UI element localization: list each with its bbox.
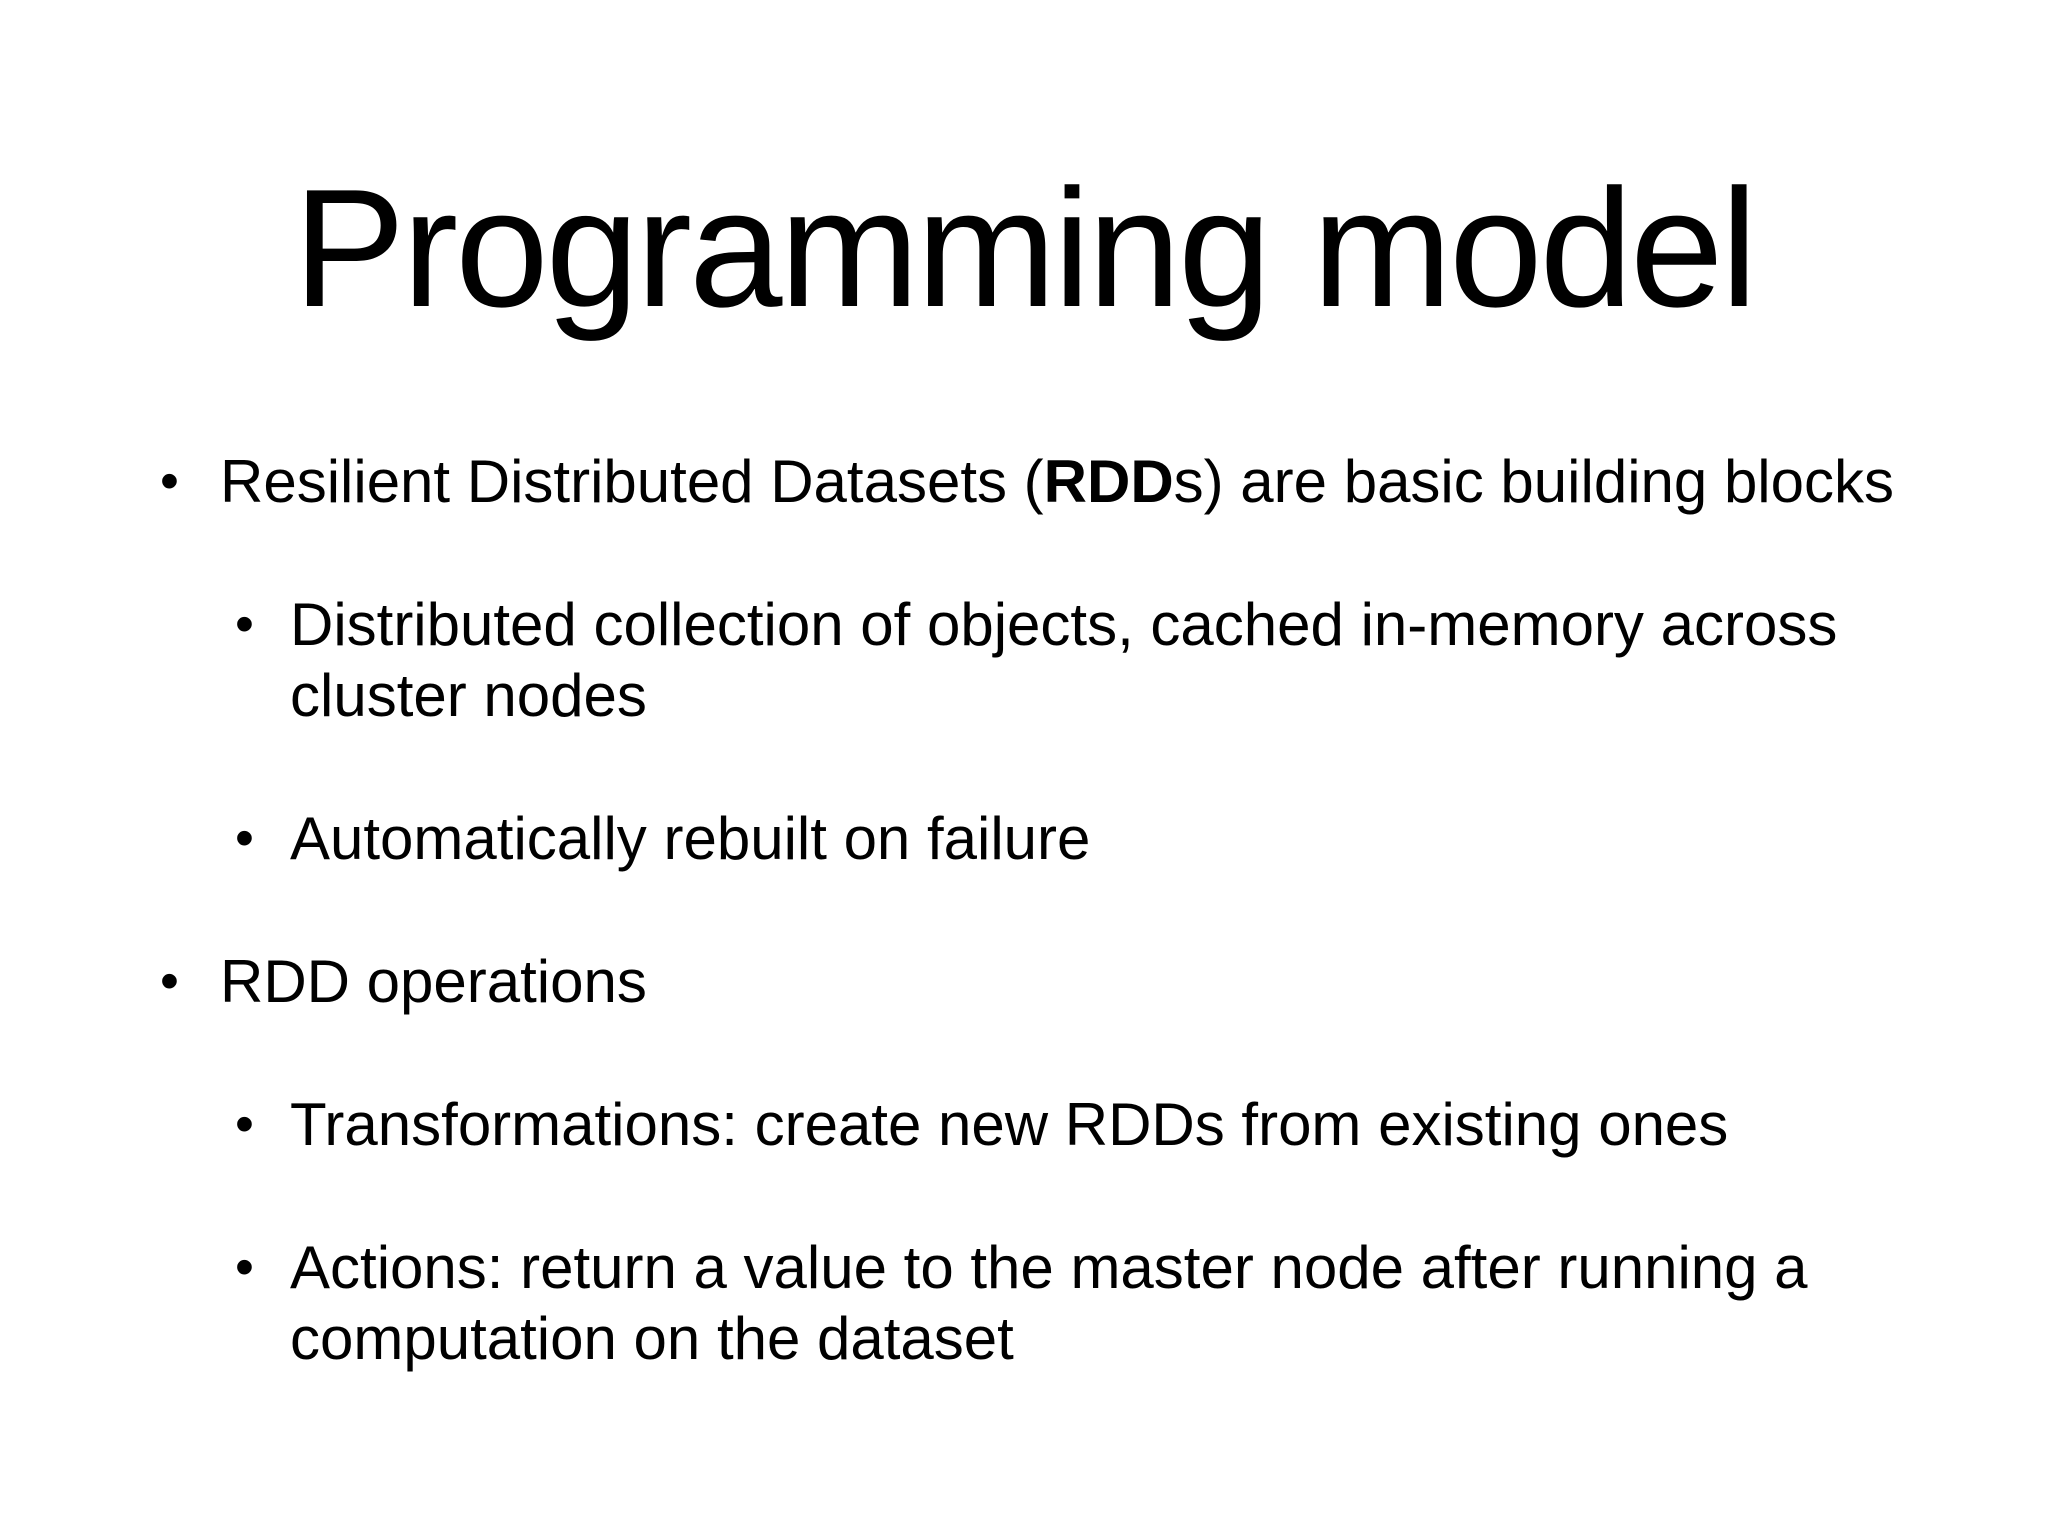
bullet-text: Actions: return a value to the master no… [290, 1233, 1808, 1372]
bullet-icon: • [235, 1236, 254, 1297]
bullet-item-actions: • Actions: return a value to the master … [235, 1232, 2048, 1374]
bullet-icon: • [160, 950, 179, 1011]
bullet-text: RDD operations [220, 947, 647, 1015]
bullet-item-distributed-collection: • Distributed collection of objects, cac… [235, 589, 2048, 731]
bullet-item-rdd-operations: • RDD operations [160, 946, 2048, 1017]
bullet-text-post: s) are basic building blocks [1173, 447, 1895, 515]
bullet-text-pre: Resilient Distributed Datasets ( [220, 447, 1044, 515]
bullet-text: Transformations: create new RDDs from ex… [290, 1090, 1729, 1158]
bullet-text: Distributed collection of objects, cache… [290, 590, 1838, 729]
bullet-icon: • [235, 1093, 254, 1154]
bullet-text-bold: RDD [1043, 447, 1174, 515]
slide-title: Programming model [293, 154, 1758, 342]
bullet-text: Resilient Distributed Datasets (RDDs) ar… [220, 446, 1894, 517]
bullet-icon: • [160, 450, 179, 511]
bullet-icon: • [235, 593, 254, 654]
bullet-item-rebuilt-on-failure: • Automatically rebuilt on failure [235, 803, 2048, 874]
bullet-list: • Resilient Distributed Datasets (RDDs) … [0, 446, 2048, 1374]
bullet-text: Automatically rebuilt on failure [290, 804, 1091, 872]
bullet-item-rdd-basics: • Resilient Distributed Datasets (RDDs) … [160, 446, 2048, 517]
bullet-item-transformations: • Transformations: create new RDDs from … [235, 1089, 2048, 1160]
bullet-icon: • [235, 807, 254, 868]
